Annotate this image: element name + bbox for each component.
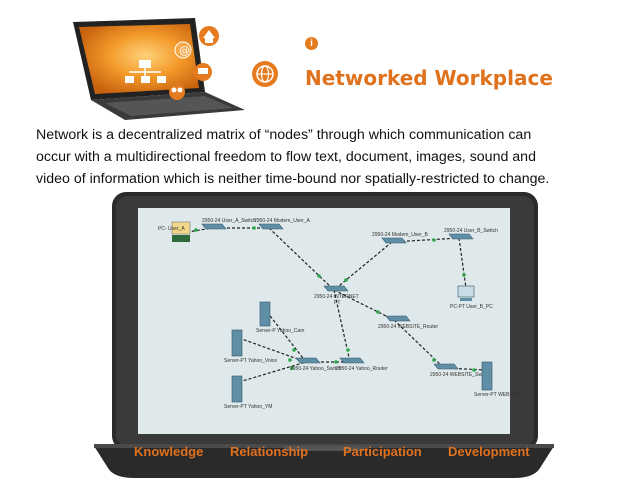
svg-text:Server-P Yahoo_Cam: Server-P Yahoo_Cam [256,328,304,334]
description-line-1: Network is a decentralized matrix of “no… [36,127,532,143]
server-website-node [481,361,493,391]
svg-text:2950-24 Yahoo_Switch: 2950-24 Yahoo_Switch [290,366,341,372]
svg-text:2950-24 Modem_User_A: 2950-24 Modem_User_A [254,218,311,224]
laptop-base-labels: Knowledge Relationship Participation Dev… [130,444,550,462]
svg-text:PC- User_A: PC- User_A [158,226,185,232]
description-text: Network is a decentralized matrix of “no… [36,124,606,190]
svg-text:2950-24 WEBSITE_Switch: 2950-24 WEBSITE_Switch [430,372,490,378]
svg-text:2950-24 User_A_Switch: 2950-24 User_A_Switch [202,218,256,224]
user-b-pc-node [457,285,475,301]
info-icon: i [305,37,318,50]
network-diagram-icon [125,60,166,83]
server-yahoo-voice-node [231,329,243,357]
modem-user-a-node [258,223,284,230]
internet-node [323,285,349,292]
svg-text:Server-PT WEBSITE: Server-PT WEBSITE [474,392,521,398]
website-router-node [385,315,411,322]
svg-text:@: @ [179,44,190,57]
svg-text:2950-24 Modem_User_B: 2950-24 Modem_User_B [372,232,429,238]
page-title: Networked Workplace [305,66,553,90]
svg-text:2950-24 Yahoo_Router: 2950-24 Yahoo_Router [336,366,388,372]
hero-laptop-illustration: @ [55,8,295,120]
description-line-3: video of information which is neither ti… [36,171,550,187]
server-yahoo-ym-node [231,375,243,403]
server-yahoo-cam-node [259,301,271,327]
label-knowledge: Knowledge [134,444,204,459]
modem-user-b-node [381,237,407,244]
user-a-switch-node [201,223,227,230]
user-b-switch-node [448,233,474,240]
website-switch-node [433,363,459,370]
yahoo-switch-node [295,357,321,364]
svg-text:PT: PT [334,300,340,306]
yahoo-router-node [339,357,365,364]
user-a-pc-node: PC- User_A [158,221,191,242]
svg-text:Server-PT Yahoo_YM: Server-PT Yahoo_YM [224,404,272,410]
users-icon [169,84,185,100]
at-icon [174,41,192,59]
svg-text:2950-24 INTERNET: 2950-24 INTERNET [314,294,359,300]
svg-text:Server-PT Yahoo_Voice: Server-PT Yahoo_Voice [224,358,277,364]
svg-text:2950-24 WEBSITE_Router: 2950-24 WEBSITE_Router [378,324,438,330]
laptop-network-screenshot: PC- User_A 2950-24 User_A_Switch 2950-24… [94,190,554,490]
label-relationship: Relationship [230,444,309,459]
svg-text:2950-24 User_B_Switch: 2950-24 User_B_Switch [444,228,498,234]
svg-text:PC-PT User_B_PC: PC-PT User_B_PC [450,304,493,310]
label-participation: Participation [343,444,422,459]
label-development: Development [448,444,530,459]
description-line-2: occur with a multidirectional freedom to… [36,149,536,165]
